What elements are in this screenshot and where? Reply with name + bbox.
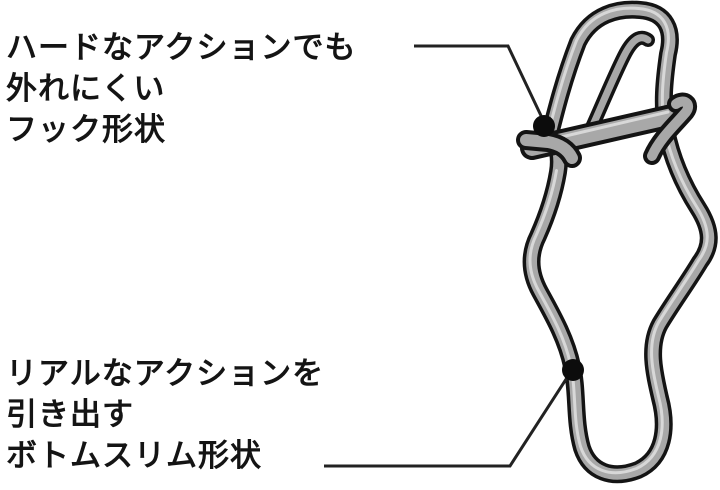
bottom-leader-line	[324, 369, 574, 468]
bottom-callout-line-1: リアルなアクションを	[6, 356, 325, 392]
bottom-marker-dot	[562, 359, 584, 381]
hook-callout-line-1: ハードなアクションでも	[6, 30, 357, 66]
bottom-callout-line-3: ボトムスリム形状	[6, 438, 262, 474]
hook-shape-callout: ハードなアクションでも 外れにくい フック形状	[6, 28, 356, 151]
bottom-slim-callout: リアルなアクションを 引き出す ボトムスリム形状	[6, 354, 324, 477]
bent-end-body	[520, 134, 578, 164]
hook-marker-dot	[533, 115, 555, 137]
snap-illustration	[516, 0, 718, 484]
snap-wire-highlight	[528, 6, 709, 475]
hook-leader-line	[414, 44, 546, 123]
hook-curl-body	[647, 96, 694, 161]
hook-callout-line-3: フック形状	[6, 112, 166, 148]
hook-wire-body	[584, 34, 652, 140]
bottom-callout-line-2: 引き出す	[6, 397, 134, 433]
hook-callout-line-2: 外れにくい	[6, 71, 166, 107]
